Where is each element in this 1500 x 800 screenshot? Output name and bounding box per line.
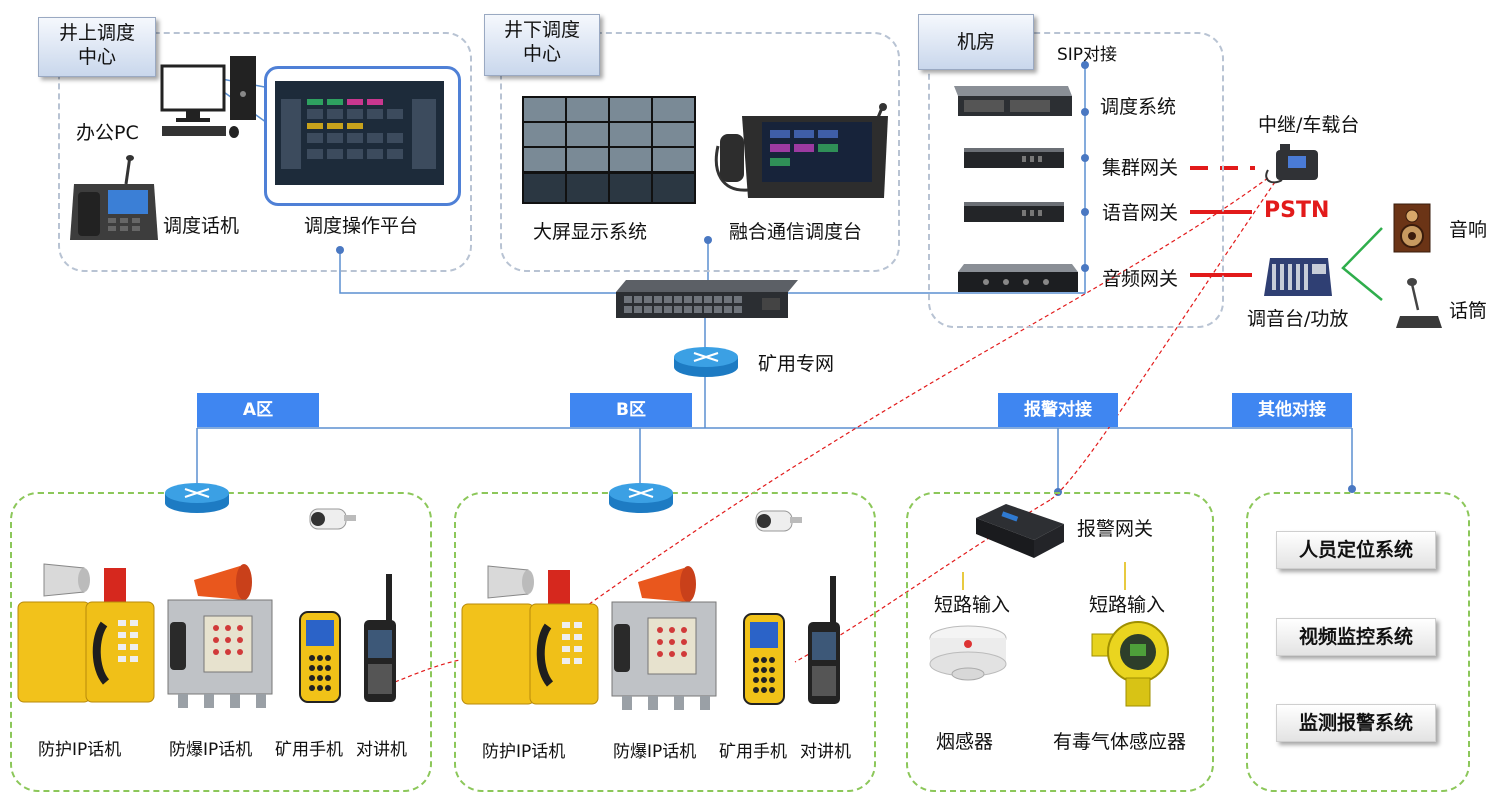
machine-room-title: 机房 — [918, 14, 1034, 70]
alarm-gateway-label: 报警网关 — [1077, 518, 1154, 540]
zone-b-camera-icon — [755, 510, 802, 532]
mixer-label: 调音台/功放 — [1247, 308, 1349, 330]
big-screen-icon — [522, 96, 696, 204]
alarm-box — [906, 492, 1214, 792]
zone-b-handset-label: 矿用手机 — [719, 742, 787, 762]
console-label: 融合通信调度台 — [729, 221, 863, 243]
zone-a-handset-label: 矿用手机 — [275, 740, 343, 760]
smoke-detector-icon — [929, 625, 1007, 681]
zone-a-camera-icon — [309, 508, 356, 530]
dispatch-server-icon — [954, 86, 1072, 116]
zone-b-walkie-icon — [808, 576, 840, 704]
voice-gateway-label: 语音网关 — [1102, 202, 1179, 224]
zone-a-explosion-phone-label: 防爆IP话机 — [169, 740, 253, 760]
sip-label: SIP对接 — [1057, 45, 1118, 65]
short-circuit-label-2: 短路输入 — [1089, 594, 1166, 616]
office-pc-label: 办公PC — [76, 122, 139, 144]
alarm-zone-header: 报警对接 — [998, 393, 1118, 427]
dispatch-phone-icon — [70, 155, 158, 240]
zone-a-router-icon — [165, 483, 229, 513]
smoke-label: 烟感器 — [936, 731, 994, 753]
other-systems-box — [1246, 492, 1470, 792]
network-switch-icon — [616, 280, 798, 318]
pstn-label: PSTN — [1264, 198, 1330, 223]
cluster-gateway-label: 集群网关 — [1102, 157, 1179, 179]
zone-b-walkie-label: 对讲机 — [800, 742, 851, 762]
dispatch-phone-label: 调度话机 — [163, 215, 240, 237]
zone-a-walkie-icon — [364, 574, 396, 702]
microphone-icon — [1396, 278, 1442, 328]
other-zone-header: 其他对接 — [1232, 393, 1352, 427]
zone-a-header: A区 — [197, 393, 319, 427]
dispatch-system-label: 调度系统 — [1100, 96, 1177, 118]
dispatch-platform-label: 调度操作平台 — [304, 215, 419, 237]
zone-b-router-icon — [609, 483, 673, 513]
zone-a-walkie-label: 对讲机 — [356, 740, 407, 760]
underground-center-title: 井下调度中心 — [484, 14, 600, 76]
mine-network-label: 矿用专网 — [758, 353, 835, 375]
alarm-gateway-icon — [976, 504, 1064, 558]
surface-center-title-text: 井上调度中心 — [58, 22, 135, 68]
audio-gateway-icon — [958, 264, 1078, 292]
machine-room-box — [928, 32, 1224, 328]
underground-center-box — [500, 32, 900, 272]
dispatch-platform-frame — [264, 66, 461, 206]
speaker-label: 音响 — [1449, 219, 1488, 241]
big-screen-label: 大屏显示系统 — [533, 221, 648, 243]
router-icon — [674, 347, 738, 377]
relay-label: 中继/车载台 — [1258, 114, 1360, 136]
speaker-icon — [1393, 203, 1431, 253]
underground-center-title-text: 井下调度中心 — [503, 19, 580, 65]
zone-b-header: B区 — [570, 393, 692, 427]
zone-a-handset-icon — [299, 611, 341, 703]
zone-b-protect-phone-icon — [461, 565, 599, 705]
system-button-monitoring-alarm[interactable]: 监测报警系统 — [1276, 704, 1436, 742]
mixer-icon — [1264, 258, 1332, 296]
office-pc-icon — [160, 56, 256, 138]
zone-b-explosion-phone-label: 防爆IP话机 — [613, 742, 697, 762]
system-button-video-surveillance[interactable]: 视频监控系统 — [1276, 618, 1436, 656]
dispatch-platform-screen-icon — [275, 81, 444, 185]
zone-b-protect-phone-label: 防护IP话机 — [482, 742, 566, 762]
radio-icon — [1265, 144, 1318, 184]
machine-room-title-text: 机房 — [956, 31, 995, 53]
zone-a-protect-phone-label: 防护IP话机 — [38, 740, 122, 760]
voice-gateway-icon — [964, 202, 1064, 222]
gas-detector-icon — [1091, 621, 1169, 707]
short-circuit-label-1: 短路输入 — [934, 594, 1011, 616]
zone-a-protect-phone-icon — [17, 563, 155, 703]
cluster-gateway-icon — [964, 148, 1064, 168]
zone-b-explosion-phone-icon — [611, 566, 717, 710]
zone-a-explosion-phone-icon — [167, 564, 273, 708]
gas-label: 有毒气体感应器 — [1053, 731, 1187, 753]
system-button-personnel-positioning[interactable]: 人员定位系统 — [1276, 531, 1436, 569]
zone-b-handset-icon — [743, 613, 785, 705]
surface-center-title: 井上调度中心 — [38, 17, 156, 77]
mic-label: 话筒 — [1449, 300, 1488, 322]
audio-gateway-label: 音频网关 — [1102, 268, 1179, 290]
console-icon — [714, 103, 888, 198]
surface-center-box — [58, 32, 472, 272]
